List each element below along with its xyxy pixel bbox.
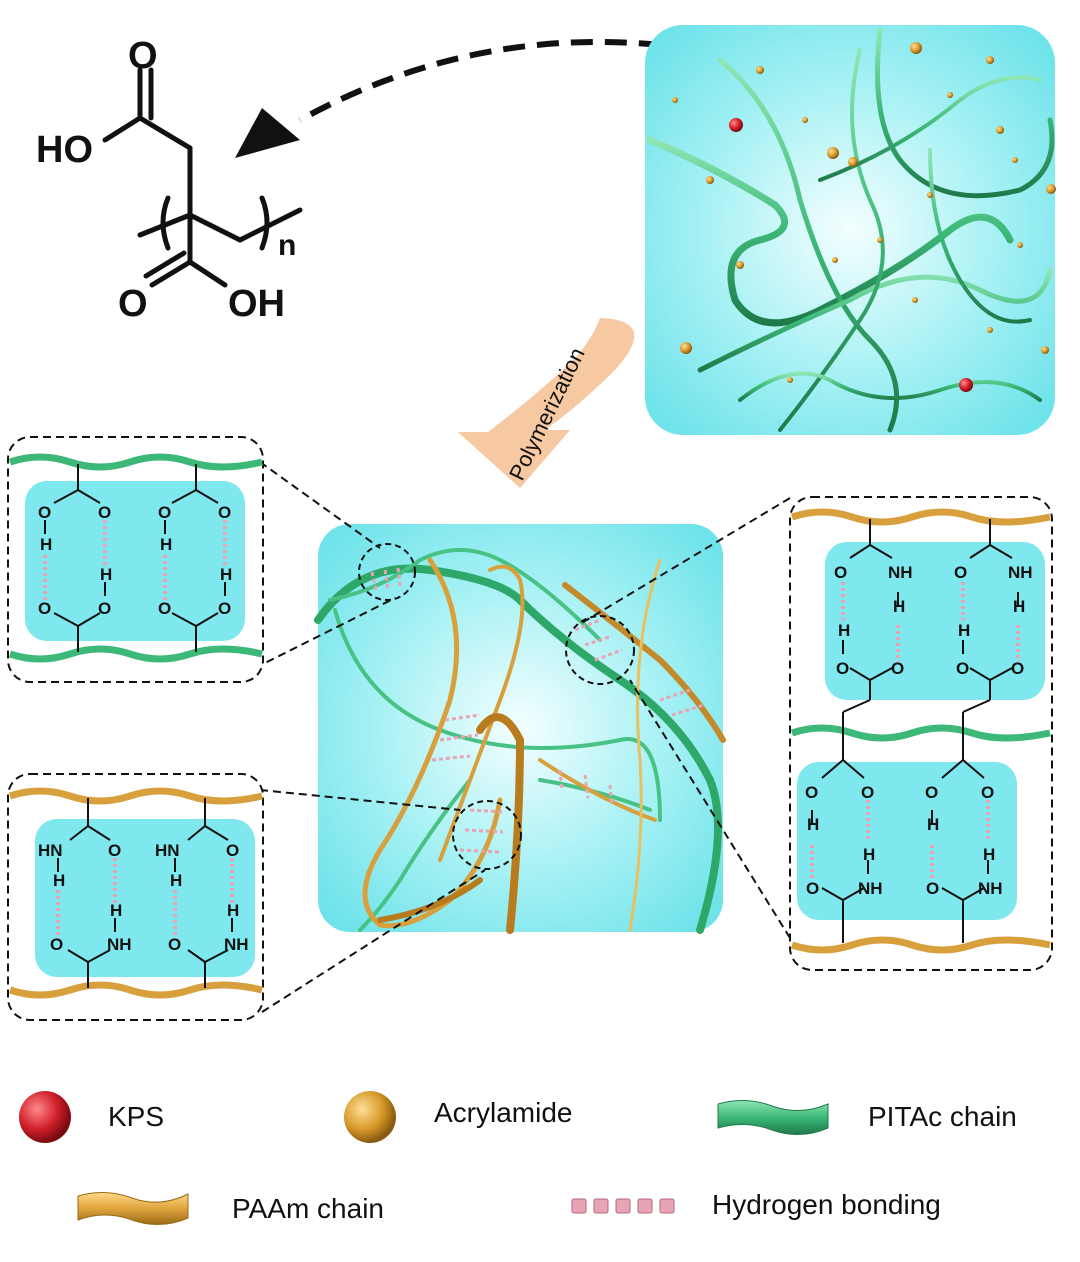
atom-h: H [170, 871, 182, 890]
atom-h: H [227, 901, 239, 920]
atom-nh: NH [858, 879, 883, 898]
zoom-panel-amide-acid: O NH O NH H H H H O O O O O O O O H H H … [789, 496, 1053, 971]
atom-h: H [220, 565, 232, 584]
atom-h: H [807, 815, 819, 834]
atom-o: O [38, 503, 51, 522]
monomer-solution-panel [645, 25, 1056, 435]
atom-hn: HN [38, 841, 63, 860]
atom-o: O [836, 659, 849, 678]
atom-o: O [158, 503, 171, 522]
legend-pitac-label: PITAc chain [868, 1101, 1017, 1132]
atom-h: H [53, 871, 65, 890]
atom-o: O [861, 783, 874, 802]
label-o-bottom: O [118, 283, 148, 325]
legend: KPS Acrylamide PITAc chain PAAm chain Hy… [19, 1091, 1017, 1225]
atom-h: H [100, 565, 112, 584]
atom-h: H [893, 597, 905, 616]
atom-o: O [806, 879, 819, 898]
atom-o: O [834, 563, 847, 582]
atom-o: O [981, 783, 994, 802]
atom-nh: NH [107, 935, 132, 954]
acrylamide-sphere-icon [344, 1091, 396, 1143]
zoom-circle-acid-acid [358, 543, 416, 601]
legend-paam-label: PAAm chain [232, 1193, 384, 1224]
atom-o: O [891, 659, 904, 678]
hydrogel-network-panel [254, 461, 791, 1013]
atom-hn: HN [155, 841, 180, 860]
label-ho: HO [36, 129, 93, 171]
atom-h: H [958, 621, 970, 640]
hydrogen-bond-icon [571, 1198, 675, 1214]
label-n: n [278, 229, 296, 262]
atom-o: O [954, 563, 967, 582]
zoom-panel-amide-amide: HN O HN O H H H H O NH O NH [7, 773, 264, 1021]
atom-o: O [218, 503, 231, 522]
monomer-structure: O HO n O OH [36, 35, 303, 325]
legend-hbond-label: Hydrogen bonding [712, 1189, 941, 1220]
polymerization-arrow: Polymerization [458, 318, 635, 488]
atom-nh: NH [224, 935, 249, 954]
atom-h: H [160, 535, 172, 554]
atom-o: O [218, 599, 231, 618]
atom-h: H [838, 621, 850, 640]
atom-o: O [98, 599, 111, 618]
atom-o: O [50, 935, 63, 954]
atom-h: H [983, 845, 995, 864]
atom-nh: NH [888, 563, 913, 582]
atom-o: O [925, 783, 938, 802]
zoom-circle-amide-acid [565, 615, 635, 685]
legend-acrylamide-label: Acrylamide [434, 1097, 572, 1128]
atom-h: H [40, 535, 52, 554]
atom-o: O [1011, 659, 1024, 678]
kps-sphere-icon [19, 1091, 71, 1143]
atom-o: O [168, 935, 181, 954]
pitac-chain-icon [717, 1100, 829, 1135]
acrylamide-particles [672, 42, 1056, 383]
label-o-top: O [128, 35, 158, 77]
atom-o: O [805, 783, 818, 802]
atom-o: O [38, 599, 51, 618]
atom-o: O [926, 879, 939, 898]
atom-o: O [98, 503, 111, 522]
paam-chain-icon [77, 1192, 189, 1225]
atom-o: O [226, 841, 239, 860]
zoom-circle-amide-amide [452, 800, 522, 870]
atom-o: O [158, 599, 171, 618]
kps-particles [729, 118, 973, 392]
atom-h: H [1013, 597, 1025, 616]
atom-nh: NH [978, 879, 1003, 898]
dashed-arrow-head-icon [235, 108, 300, 158]
atom-o: O [108, 841, 121, 860]
atom-nh: NH [1008, 563, 1033, 582]
atom-h: H [927, 815, 939, 834]
atom-h: H [110, 901, 122, 920]
atom-h: H [863, 845, 875, 864]
zoom-panel-acid-acid: O O O O H H H H O O O O [7, 436, 264, 683]
atom-o: O [956, 659, 969, 678]
dashed-arrow [235, 38, 729, 158]
label-oh: OH [228, 283, 285, 325]
legend-kps-label: KPS [108, 1101, 164, 1132]
network-hydrogen-bonds [370, 567, 705, 854]
